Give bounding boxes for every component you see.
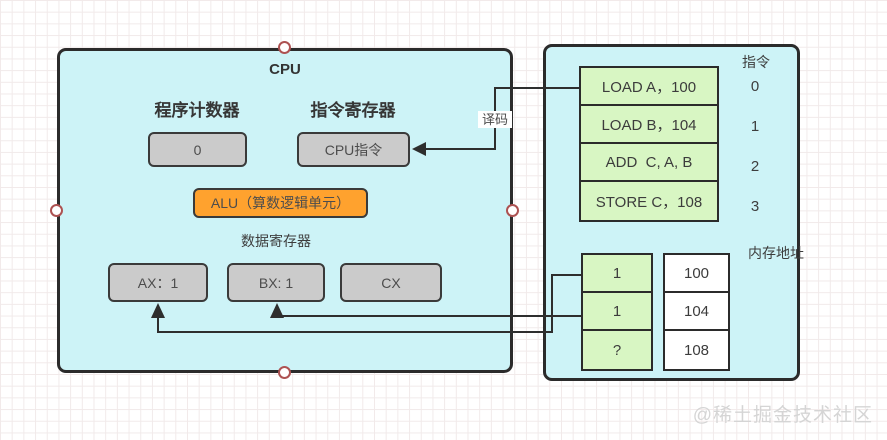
register-ax-box[interactable]: AX：1 xyxy=(108,263,208,302)
program-counter-heading: 程序计数器 xyxy=(154,101,240,120)
instruction-list: LOAD A，100 LOAD B，104 ADD C, A, B STORE … xyxy=(579,66,719,222)
data-registers-heading: 数据寄存器 xyxy=(241,233,311,249)
selection-handle-top[interactable] xyxy=(278,41,291,54)
alu-box[interactable]: ALU（算数逻辑单元） xyxy=(193,188,368,218)
instruction-cell[interactable]: STORE C，108 xyxy=(581,182,717,220)
watermark-text: @稀土掘金技术社区 xyxy=(692,405,873,426)
instructions-heading: 指令 xyxy=(742,54,770,70)
instruction-register-heading: 指令寄存器 xyxy=(310,101,396,120)
instruction-index: 2 xyxy=(750,158,760,175)
cpu-title: CPU xyxy=(269,61,301,78)
memory-value-cell[interactable]: 1 xyxy=(583,255,651,293)
memory-value-list: 1 1 ? xyxy=(581,253,653,371)
selection-handle-left[interactable] xyxy=(50,204,63,217)
selection-handle-bottom[interactable] xyxy=(278,366,291,379)
memory-address-list: 100 104 108 xyxy=(663,253,730,371)
instruction-register-box[interactable]: CPU指令 xyxy=(297,132,410,167)
memory-value-cell[interactable]: 1 xyxy=(583,293,651,331)
memory-shape[interactable]: 指令 LOAD A，100 LOAD B，104 ADD C, A, B STO… xyxy=(543,44,804,381)
instruction-cell[interactable]: ADD C, A, B xyxy=(581,144,717,182)
decode-edge-label: 译码 xyxy=(478,111,512,128)
register-cx-box[interactable]: CX xyxy=(340,263,442,302)
memory-address-cell[interactable]: 104 xyxy=(665,293,728,331)
instruction-cell[interactable]: LOAD B，104 xyxy=(581,106,717,144)
instruction-cell[interactable]: LOAD A，100 xyxy=(581,68,717,106)
memory-address-cell[interactable]: 100 xyxy=(665,255,728,293)
memory-address-cell[interactable]: 108 xyxy=(665,331,728,369)
memory-value-cell[interactable]: ? xyxy=(583,331,651,369)
selection-handle-right[interactable] xyxy=(506,204,519,217)
cpu-shape[interactable]: CPU 程序计数器 指令寄存器 0 CPU指令 ALU（算数逻辑单元） 数据寄存… xyxy=(57,48,513,373)
instruction-index: 3 xyxy=(750,198,760,215)
program-counter-box[interactable]: 0 xyxy=(148,132,247,167)
instruction-index: 0 xyxy=(750,78,760,95)
register-bx-box[interactable]: BX: 1 xyxy=(227,263,325,302)
memory-address-heading: 内存地址 xyxy=(748,245,804,261)
instruction-index: 1 xyxy=(750,118,760,135)
